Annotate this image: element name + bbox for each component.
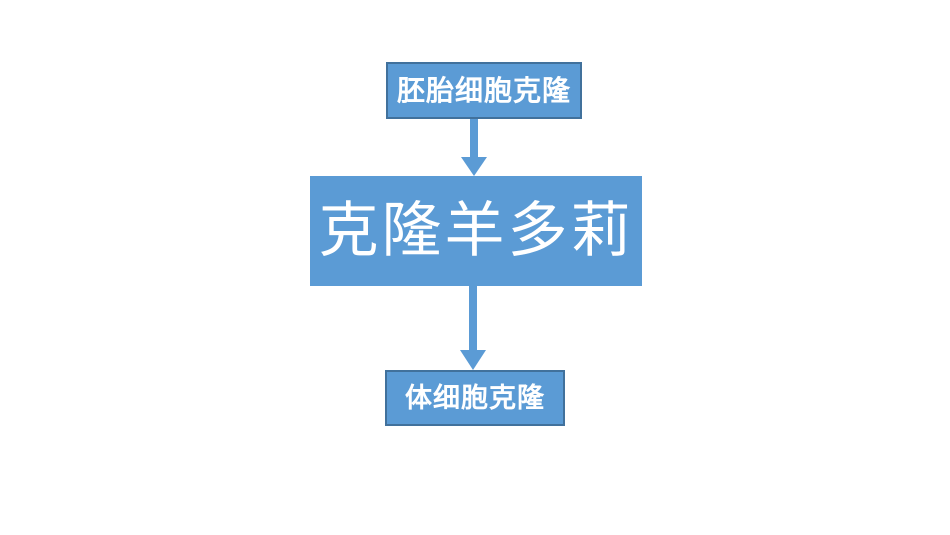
arrow-down-icon xyxy=(460,286,486,370)
flow-node-label: 体细胞克隆 xyxy=(405,382,545,413)
flow-node-somatic-cell-cloning: 体细胞克隆 xyxy=(385,370,565,426)
flow-node-label: 胚胎细胞克隆 xyxy=(396,74,571,106)
arrow-down-icon xyxy=(461,119,487,176)
flow-node-dolly-the-cloned-sheep: 克隆羊多莉 xyxy=(310,176,642,286)
flow-node-embryonic-cell-cloning: 胚胎细胞克隆 xyxy=(386,62,582,119)
flow-node-label: 克隆羊多莉 xyxy=(318,197,634,264)
